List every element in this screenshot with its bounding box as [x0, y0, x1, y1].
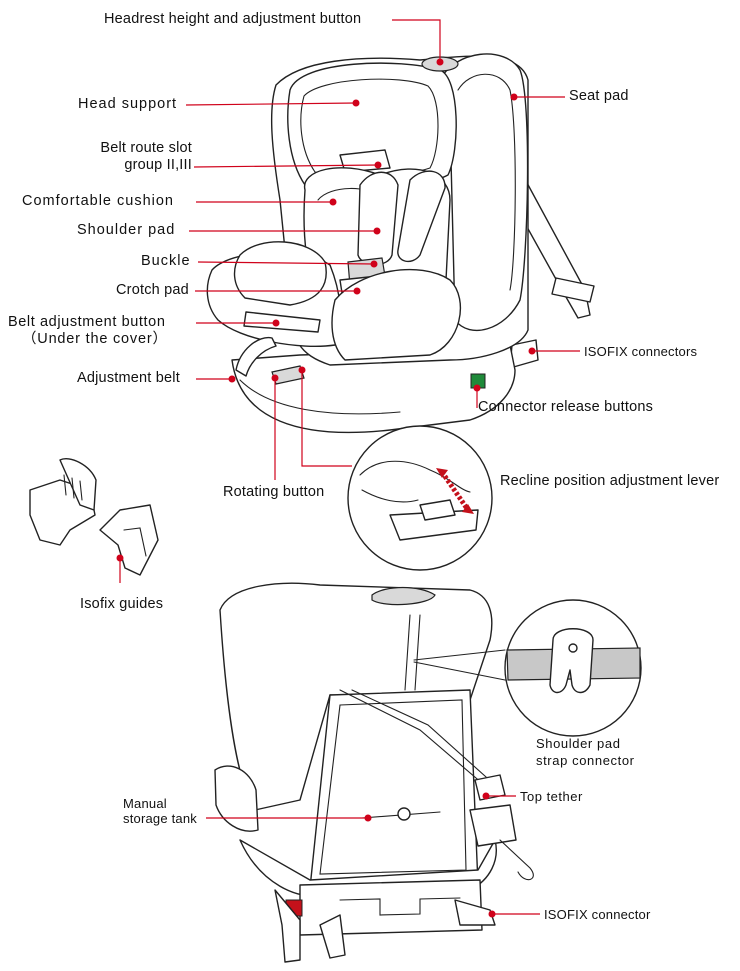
label-manual-storage-2: storage tank	[123, 811, 197, 826]
label-isofix-connectors: ISOFIX connectors	[584, 344, 698, 359]
label-top-tether: Top tether	[520, 789, 583, 804]
label-headrest: Headrest height and adjustment button	[104, 11, 362, 27]
label-belt-adjustment-1: Belt adjustment button	[8, 314, 166, 330]
label-belt-adjustment-2: （Under the cover）	[22, 331, 168, 347]
label-strap-connector-2: strap connector	[536, 753, 635, 768]
label-manual-storage-1: Manual	[123, 796, 167, 811]
label-connector-release: Connector release buttons	[478, 399, 654, 415]
label-belt-route-2: group II,III	[124, 157, 192, 173]
label-recline-lever: Recline position adjustment lever	[500, 473, 720, 489]
strap-connector-inset	[413, 599, 642, 737]
label-seat-pad: Seat pad	[569, 88, 629, 104]
label-crotch-pad: Crotch pad	[116, 282, 189, 298]
recline-lever-inset	[347, 425, 493, 571]
label-adjustment-belt: Adjustment belt	[77, 370, 180, 386]
label-isofix-guides: Isofix guides	[80, 596, 164, 612]
label-cushion: Comfortable cushion	[22, 193, 174, 209]
rear-seat-illustration	[214, 582, 534, 963]
label-isofix-connector: ISOFIX connector	[544, 907, 651, 922]
label-head-support: Head support	[78, 96, 178, 112]
label-rotating-button: Rotating button	[223, 484, 325, 500]
label-buckle: Buckle	[141, 253, 191, 269]
label-strap-connector-1: Shoulder pad	[536, 736, 621, 751]
label-shoulder-pad: Shoulder pad	[77, 222, 176, 238]
isofix-guides-illustration	[29, 458, 159, 576]
front-seat-illustration	[206, 53, 595, 434]
label-belt-route-1: Belt route slot	[100, 140, 192, 156]
leader-lines	[116, 19, 580, 918]
